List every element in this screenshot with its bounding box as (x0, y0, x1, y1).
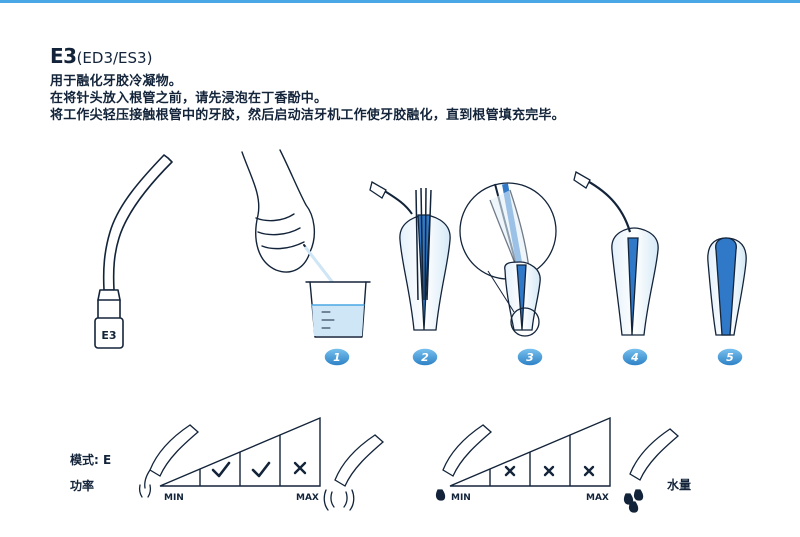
step-badge-5: 5 (716, 347, 744, 367)
water-triangle (449, 416, 611, 487)
tip-code: E3 (50, 44, 77, 68)
description-line-3: 将工作尖轻压接触根管中的牙胶，然后启动洁牙机工作使牙胶融化，直到根管填充完毕。 (50, 108, 565, 123)
step5-illustration (707, 237, 747, 336)
water-max-label: MAX (586, 493, 609, 503)
tip-engraving-label: E3 (101, 329, 116, 342)
step-badge-3: 3 (516, 347, 544, 367)
step1-illustration (241, 149, 371, 338)
power-max-handpiece-icon (323, 434, 384, 511)
power-max-label: MAX (296, 493, 319, 503)
water-max-handpiece-icon (623, 428, 679, 513)
power-check-2 (251, 461, 271, 478)
svg-text:2: 2 (421, 351, 429, 364)
step2-illustration (369, 181, 451, 331)
description-line-2: 在将针头放入根管之前，请先浸泡在丁香酚中。 (50, 91, 328, 106)
step-badge-1: 1 (323, 347, 351, 367)
water-x-mark-2 (543, 465, 555, 477)
description-line-1: 用于融化牙胶冷凝物。 (50, 74, 183, 89)
page-title: E3(ED3/ES3) (50, 44, 152, 68)
step-badge-4: 4 (621, 347, 649, 367)
svg-text:4: 4 (630, 351, 639, 364)
svg-text:1: 1 (333, 351, 341, 364)
step4-illustration (573, 171, 659, 336)
e3-tip-illustration (94, 154, 173, 349)
mode-label: 模式: E (70, 453, 112, 467)
water-x-mark-1 (504, 465, 516, 477)
power-label: 功率 (70, 479, 95, 493)
power-min-handpiece-icon (138, 424, 199, 498)
power-triangle (159, 416, 321, 487)
power-min-label: MIN (164, 493, 184, 503)
tip-variants: (ED3/ES3) (76, 49, 153, 67)
step3-illustration (459, 182, 557, 337)
power-x-mark (293, 461, 307, 475)
top-divider (0, 0, 800, 3)
svg-text:5: 5 (726, 351, 734, 364)
step-badge-2: 2 (411, 347, 439, 367)
power-check-1 (211, 461, 231, 478)
water-min-label: MIN (451, 493, 471, 503)
water-label: 水量 (667, 478, 692, 492)
svg-text:3: 3 (526, 351, 534, 364)
water-x-mark-3 (583, 465, 595, 477)
water-min-handpiece-icon (435, 424, 492, 501)
